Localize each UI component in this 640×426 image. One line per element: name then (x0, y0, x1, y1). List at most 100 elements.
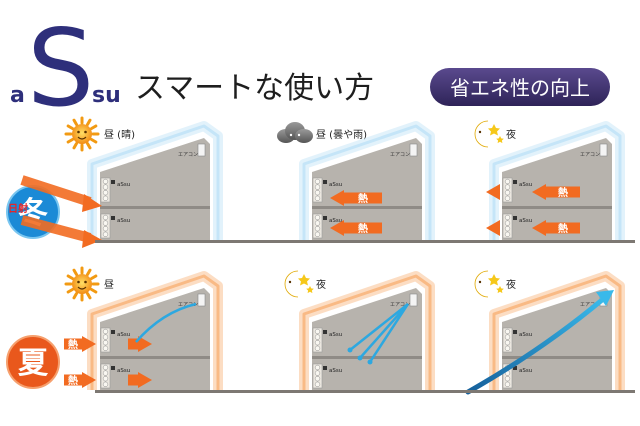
device-roll (504, 178, 511, 185)
sun-ray (66, 274, 74, 280)
assu-device: aSsu (312, 363, 342, 389)
ground-line-winter (95, 240, 635, 243)
sun-ray (72, 118, 78, 126)
device-roll (102, 231, 109, 237)
house-floor (312, 206, 422, 209)
device-label: aSsu (329, 368, 342, 374)
aircon-unit (599, 143, 608, 157)
sun-mouth (77, 136, 87, 140)
device-marker (111, 216, 115, 220)
cool-air-arrow (368, 303, 410, 363)
star-icon (488, 124, 500, 136)
device-panel (100, 177, 111, 203)
assu-device: aSsu (502, 177, 532, 203)
sun-ray (90, 124, 98, 130)
condition-label: 昼 (晴) (104, 128, 135, 141)
house-floor (100, 206, 210, 209)
device-roll (102, 340, 109, 346)
sun-eye (77, 280, 80, 284)
house-floor (312, 356, 422, 359)
device-roll (314, 214, 321, 221)
ventilation-head (596, 290, 614, 306)
aircon-unit (409, 293, 418, 307)
aircon-label: エアコン (580, 152, 600, 158)
device-roll (102, 214, 109, 221)
insulation-line (492, 274, 622, 390)
device-roll (102, 195, 109, 201)
cool-air-arrow (135, 302, 197, 343)
aircon-label: エアコン (178, 152, 198, 158)
sun-ray (86, 142, 92, 150)
insulation-line (302, 274, 432, 390)
device-roll (102, 334, 109, 340)
sun-eye (77, 130, 80, 134)
ground-line-summer (95, 390, 635, 393)
device-label: aSsu (329, 182, 342, 188)
device-roll (102, 364, 109, 371)
device-panel (502, 363, 513, 389)
device-label: aSsu (519, 368, 532, 374)
device-roll (504, 214, 511, 221)
sunlight-shaft (20, 215, 92, 243)
device-marker (513, 216, 517, 220)
device-roll (314, 184, 321, 190)
insulation-line (90, 124, 220, 240)
sun-face (72, 124, 92, 144)
device-marker (513, 366, 517, 370)
device-panel (502, 177, 513, 203)
ventilation-arrow (465, 297, 605, 395)
heat-label: 熱 (558, 222, 568, 235)
device-roll (504, 231, 511, 237)
moon-icon (474, 270, 504, 298)
sun-ray (66, 138, 74, 144)
cool-air-head (357, 355, 363, 361)
assu-device: aSsu (100, 327, 130, 353)
badge-label: 省エネ性の向上 (450, 76, 590, 100)
condition-label: 夜 (506, 128, 516, 141)
device-roll (314, 345, 321, 351)
logo-a: a (10, 83, 25, 108)
device-marker (323, 330, 327, 334)
sun-mouth (77, 286, 87, 290)
sunlight-arrow (20, 175, 102, 212)
device-label: aSsu (117, 218, 130, 224)
device-label: aSsu (117, 332, 130, 338)
device-panel (312, 327, 323, 353)
device-label: aSsu (117, 182, 130, 188)
logo-su: su (92, 83, 121, 108)
cool-air-head (347, 347, 353, 353)
device-roll (504, 184, 511, 190)
house-floor (502, 206, 612, 209)
sun-eye (84, 280, 87, 284)
heat-arrow (330, 190, 382, 206)
house-floor (502, 356, 612, 359)
sun-ray (66, 288, 74, 294)
energy-badge: 省エネ性の向上 (430, 68, 610, 106)
device-roll (504, 345, 511, 351)
heat-label: 熱 (68, 374, 78, 387)
cool-air-head (367, 359, 373, 365)
device-label: aSsu (117, 368, 130, 374)
cool-air-arrow (349, 303, 409, 351)
insulation-line (90, 274, 220, 390)
assu-device: aSsu (502, 213, 532, 239)
aircon-label: エアコン (390, 152, 410, 158)
logo-S: S (27, 7, 94, 130)
heat-label: 熱 (358, 222, 368, 235)
aircon-unit (409, 143, 418, 157)
sunlight-shaft (20, 175, 92, 207)
device-roll (102, 381, 109, 387)
device-panel (312, 213, 323, 239)
device-roll (102, 226, 109, 232)
condition-label: 夜 (506, 278, 516, 291)
device-marker (323, 366, 327, 370)
moon-eye (478, 280, 482, 284)
device-marker (513, 330, 517, 334)
assu-device: aSsu (100, 213, 130, 239)
star-icon (306, 286, 314, 294)
sun-icon (64, 116, 100, 152)
